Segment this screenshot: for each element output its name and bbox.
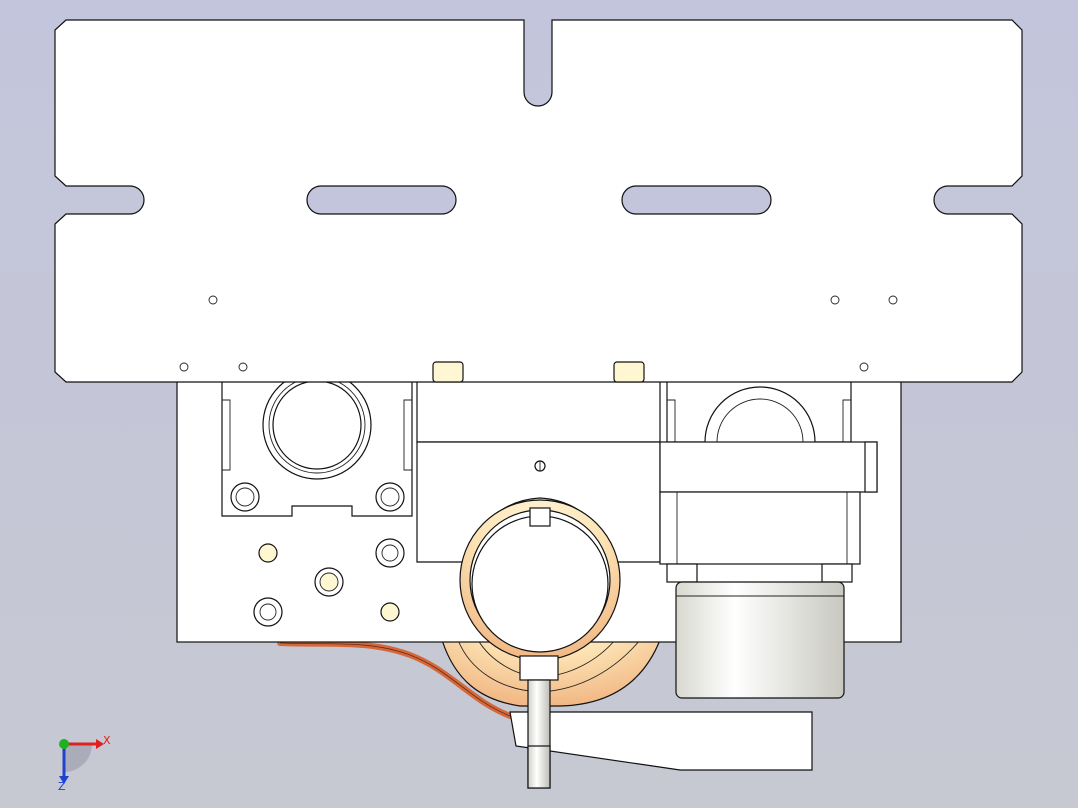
hex-bolt-2[interactable]	[253, 597, 283, 627]
hole-1[interactable]	[208, 295, 218, 305]
left-bore-inner	[272, 380, 362, 470]
hole-3[interactable]	[888, 295, 898, 305]
triad-z-label: Z	[58, 780, 66, 793]
lower-housing[interactable]	[176, 370, 902, 789]
triad-z-arrow-icon	[59, 776, 69, 784]
hole-5[interactable]	[238, 362, 248, 372]
right-cap	[659, 441, 878, 493]
left-block-step-r	[403, 399, 412, 471]
right-bearing-block[interactable]	[659, 379, 878, 565]
orientation-triad[interactable]: X Z	[58, 734, 111, 793]
triad-shadow	[64, 744, 92, 772]
left-block-step-l	[222, 399, 231, 471]
left-bolt-1[interactable]	[230, 482, 260, 512]
stud-left	[432, 361, 464, 383]
cyl-nut-right	[821, 563, 853, 583]
screw-hole-1[interactable]	[258, 543, 278, 563]
cyl-nut-left	[666, 563, 698, 583]
bottom-arm[interactable]	[509, 711, 813, 771]
left-bolt-2[interactable]	[375, 482, 405, 512]
hole-2[interactable]	[830, 295, 840, 305]
right-cap-flange	[864, 441, 878, 493]
cable-outline	[279, 642, 511, 717]
clamp-upper	[416, 379, 661, 443]
top-mounting-plate[interactable]	[54, 19, 1023, 383]
washer-bolt-inner	[319, 572, 339, 592]
pin-head	[519, 655, 559, 681]
hex-bolt-1-inner	[381, 544, 399, 562]
right-lower-block	[659, 491, 861, 565]
right-block-step-l	[667, 399, 676, 442]
slot-left[interactable]	[306, 185, 457, 215]
pipe-bore-inner	[471, 515, 609, 653]
screw-hole-2[interactable]	[380, 602, 400, 622]
right-bore-arc-inner	[716, 398, 804, 443]
triad-x-arrow-icon	[96, 739, 104, 749]
hole-4[interactable]	[179, 362, 189, 372]
pin-shaft-over-arm	[527, 745, 551, 789]
left-bolt-1-inner	[235, 487, 255, 507]
triad-x-label: X	[103, 734, 111, 747]
cyl-body	[675, 581, 845, 699]
slot-right[interactable]	[621, 185, 772, 215]
bore-key	[529, 507, 551, 527]
left-bolt-2-inner	[380, 487, 400, 507]
hole-6[interactable]	[859, 362, 869, 372]
top-plate-outline	[54, 19, 1023, 383]
hex-bolt-1[interactable]	[375, 538, 405, 568]
triad-y-axis-dot	[59, 739, 69, 749]
right-bore-arc	[704, 386, 816, 443]
right-cylinder[interactable]	[666, 563, 853, 699]
left-bearing-block[interactable]	[221, 370, 413, 517]
stud-right	[613, 361, 645, 383]
right-block-step-r	[842, 399, 851, 442]
hex-bolt-2-inner	[259, 603, 277, 621]
